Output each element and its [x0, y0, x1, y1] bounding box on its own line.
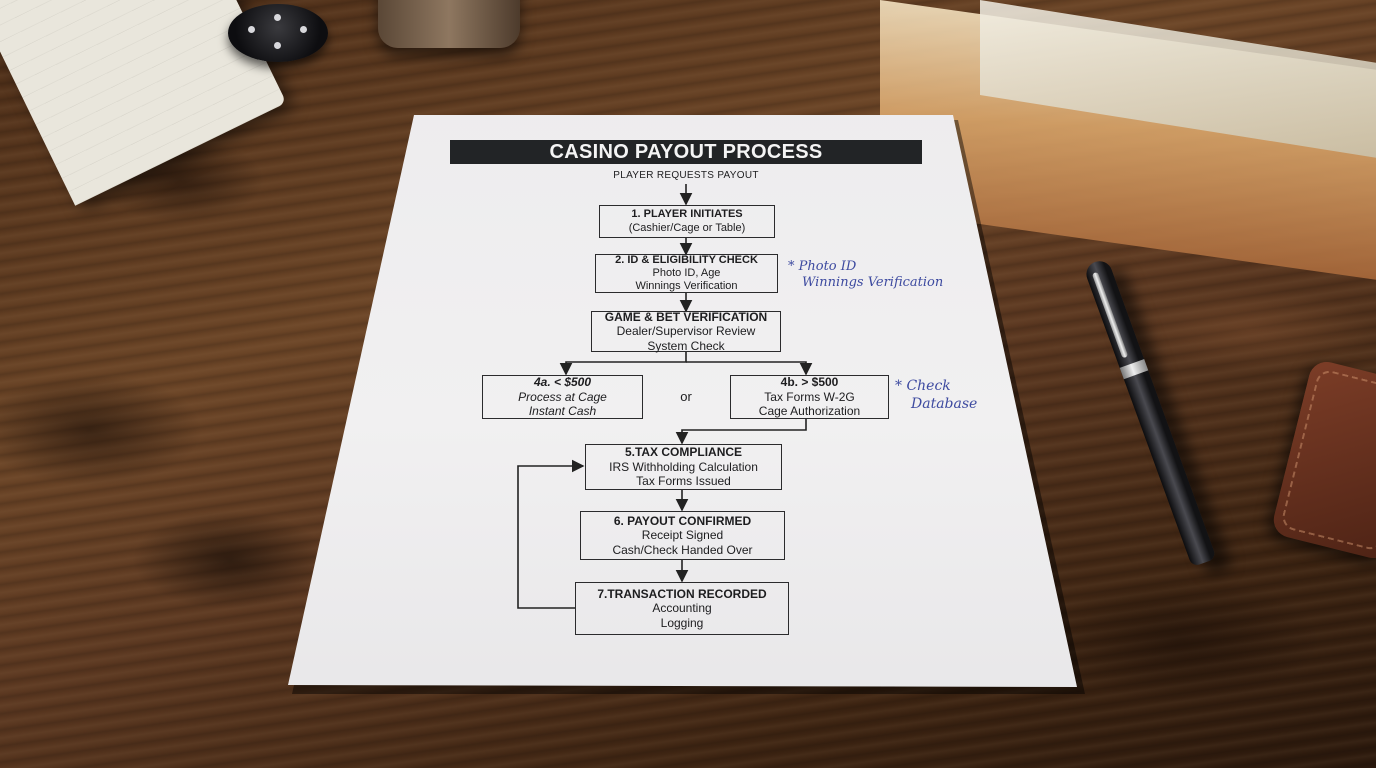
step-4a-line-3: Instant Cash: [528, 404, 597, 419]
handwritten-note-id: * Photo ID Winnings Verification: [788, 259, 943, 292]
step-5-line-3: Tax Forms Issued: [636, 474, 731, 489]
step-5-title: 5.TAX COMPLIANCE: [624, 445, 743, 460]
step-4b-line-2: Tax Forms W-2G: [764, 389, 855, 404]
step-2-line-2: Photo ID, Age: [652, 266, 721, 279]
step-6-box: 6. PAYOUT CONFIRMED Receipt Signed Cash/…: [580, 511, 785, 560]
step-1-box: 1. PLAYER INITIATES (Cashier/Cage or Tab…: [599, 205, 775, 238]
branch-or-label: or: [680, 389, 692, 404]
step-5-box: 5.TAX COMPLIANCE IRS Withholding Calcula…: [585, 444, 782, 490]
step-4a-title: 4a. < $500: [533, 375, 592, 390]
step-2-box: 2. ID & ELIGIBILITY CHECK Photo ID, Age …: [595, 254, 778, 293]
step-4b-line-3: Cage Authorization: [758, 404, 861, 419]
step-7-box: 7.TRANSACTION RECORDED Accounting Loggin…: [575, 582, 789, 635]
start-label: PLAYER REQUESTS PAYOUT: [613, 170, 759, 181]
step-6-line-3: Cash/Check Handed Over: [612, 542, 753, 557]
coffee-mug: [378, 0, 520, 48]
step-2-title: 2. ID & ELIGIBILITY CHECK: [615, 253, 758, 266]
handwritten-note-id-line-1: * Photo ID: [788, 259, 857, 274]
step-3-box: GAME & BET VERIFICATION Dealer/Superviso…: [591, 309, 781, 353]
step-3-line-3: System Check: [647, 338, 725, 353]
handwritten-note-database-line-2: Database: [911, 395, 978, 412]
step-1-line-2: (Cashier/Cage or Table): [628, 221, 746, 234]
step-3-title: GAME & BET VERIFICATION: [604, 309, 768, 324]
step-6-title: 6. PAYOUT CONFIRMED: [613, 513, 752, 528]
step-6-line-2: Receipt Signed: [641, 528, 724, 543]
step-4a-box: 4a. < $500 Process at Cage Instant Cash: [482, 375, 643, 419]
step-4a-line-2: Process at Cage: [518, 389, 607, 404]
step-7-line-3: Logging: [660, 615, 704, 630]
handwritten-note-database-line-1: * Check: [895, 378, 951, 394]
step-7-line-2: Accounting: [652, 601, 712, 616]
step-7-title: 7.TRANSACTION RECORDED: [597, 586, 767, 601]
step-2-line-3: Winnings Verification: [635, 280, 738, 293]
branch-connector-right: [686, 361, 813, 376]
handwritten-note-id-line-2: Winnings Verification: [802, 275, 944, 291]
flowchart-title: CASINO PAYOUT PROCESS: [549, 141, 823, 163]
step-4b-box: 4b. > $500 Tax Forms W-2G Cage Authoriza…: [730, 375, 889, 419]
step-5-line-2: IRS Withholding Calculation: [609, 459, 758, 474]
step-1-title: 1. PLAYER INITIATES: [631, 208, 743, 221]
merge-connector: [675, 418, 807, 445]
poker-chip-stack: [228, 4, 328, 62]
step-3-line-2: Dealer/Supervisor Review: [616, 324, 756, 339]
title-bar: [450, 140, 922, 164]
branch-connector: [559, 352, 687, 376]
loop-back-connector: [517, 459, 585, 609]
handwritten-note-database: * Check Database: [895, 378, 977, 413]
step-4b-title: 4b. > $500: [780, 375, 839, 390]
